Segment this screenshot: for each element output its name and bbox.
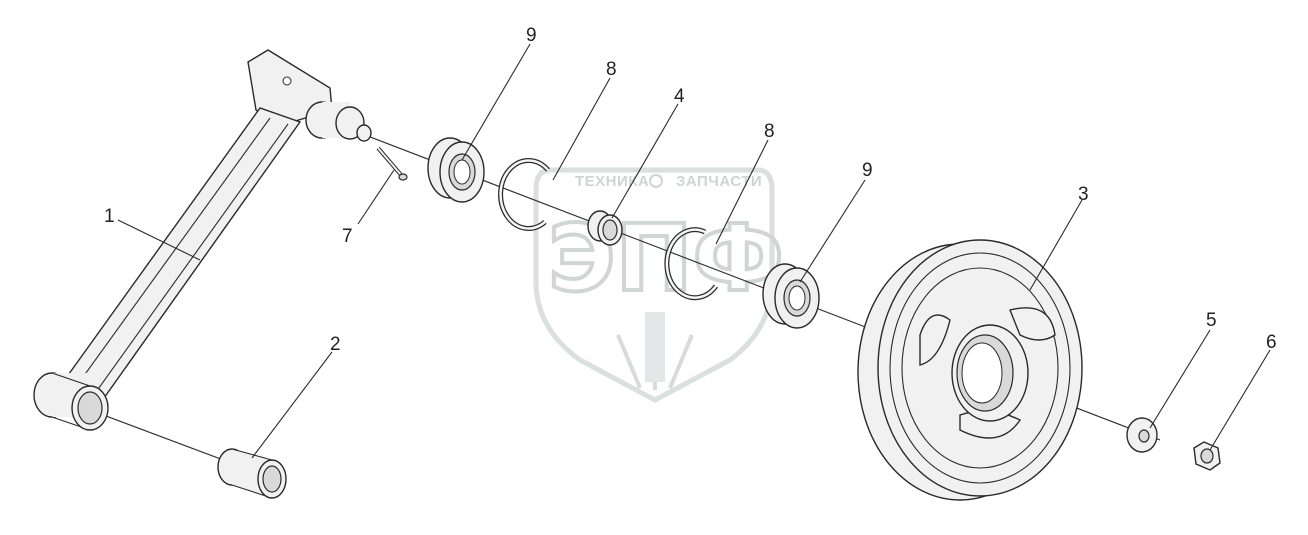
watermark-left-text: ТЕХНИКА	[575, 173, 649, 190]
watermark-wheat-icon	[616, 312, 694, 390]
callout-8-right: 8	[764, 121, 775, 142]
callout-labels: 1 2 3 4 5 6 7 8 8 9 9	[104, 25, 1277, 355]
leader-lines	[117, 43, 1271, 459]
bearing-part-left	[427, 137, 485, 203]
retaining-ring-right	[664, 227, 719, 301]
callout-5: 5	[1206, 310, 1217, 331]
watermark-shield	[533, 167, 775, 403]
pulley-part	[857, 239, 1083, 501]
callout-8-left: 8	[606, 59, 617, 80]
callout-9-left: 9	[526, 25, 537, 46]
callout-7: 7	[342, 226, 353, 247]
bushing-part	[217, 448, 287, 499]
callout-6: 6	[1266, 332, 1277, 353]
callout-3: 3	[1078, 184, 1089, 205]
arm-part	[33, 49, 372, 431]
cotter-pin-part	[376, 146, 408, 181]
washer-part	[1126, 417, 1158, 453]
castle-nut-part	[1193, 441, 1221, 471]
spacer-ring-part	[587, 210, 623, 246]
retaining-ring-left	[498, 158, 550, 231]
watermark-right-text: ЗАПЧАСТИ	[676, 173, 762, 190]
callout-2: 2	[330, 334, 341, 355]
callout-1: 1	[104, 206, 115, 227]
watermark-gear-icon	[649, 174, 663, 188]
watermark: ТЕХНИКА ЗАПЧАСТИ ЭПФ	[533, 167, 786, 403]
callout-9-right: 9	[862, 160, 873, 181]
bearing-part-right	[762, 263, 820, 329]
callout-4: 4	[674, 86, 685, 107]
